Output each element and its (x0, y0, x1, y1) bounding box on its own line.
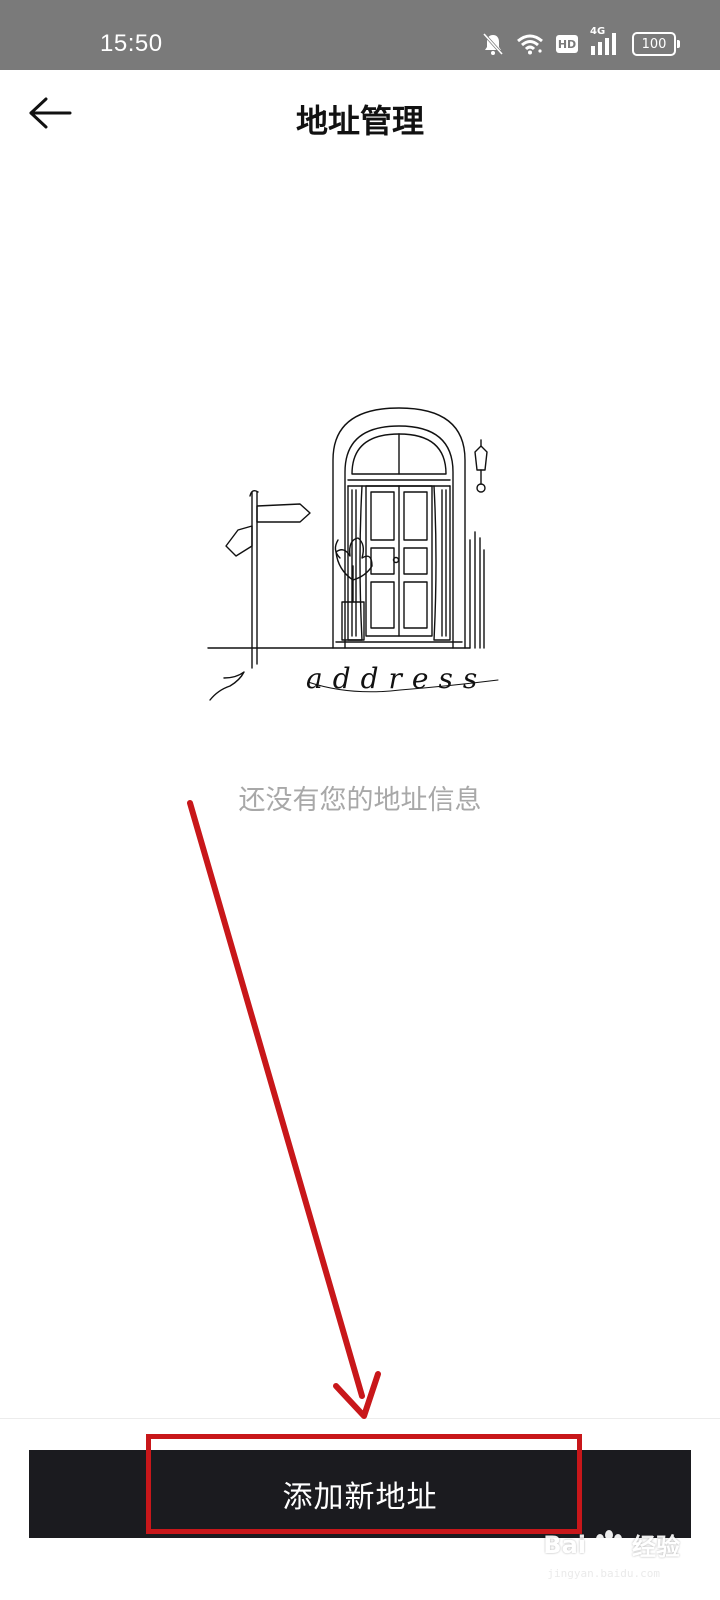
back-button[interactable] (24, 92, 76, 138)
empty-state-message: 还没有您的地址信息 (238, 785, 482, 816)
4g-signal-icon: 4G (590, 26, 620, 56)
bell-muted-icon (482, 32, 504, 56)
illustration-word: address (306, 662, 488, 695)
status-time: 15:50 (100, 30, 163, 57)
watermark-url: jingyan.baidu.com (547, 1567, 660, 1580)
arrow-left-icon (28, 96, 72, 134)
paw-icon (592, 1529, 626, 1561)
watermark-brand: Bai (543, 1530, 586, 1559)
status-bar: 15:50 HD 4G (0, 0, 720, 70)
hd-icon: HD (556, 35, 578, 53)
empty-address-illustration: address (200, 400, 510, 710)
baidu-watermark: Bai 经验 (543, 1527, 680, 1562)
page-header: 地址管理 (0, 70, 720, 162)
watermark-suffix: 经验 (632, 1533, 680, 1561)
add-address-button[interactable]: 添加新地址 (29, 1450, 691, 1538)
network-label: 4G (590, 26, 606, 37)
bottom-divider (0, 1418, 720, 1419)
status-icons: HD 4G 100 (482, 26, 680, 58)
page-title: 地址管理 (295, 102, 424, 140)
battery-icon: 100 (632, 32, 680, 56)
wifi-icon (516, 33, 544, 55)
